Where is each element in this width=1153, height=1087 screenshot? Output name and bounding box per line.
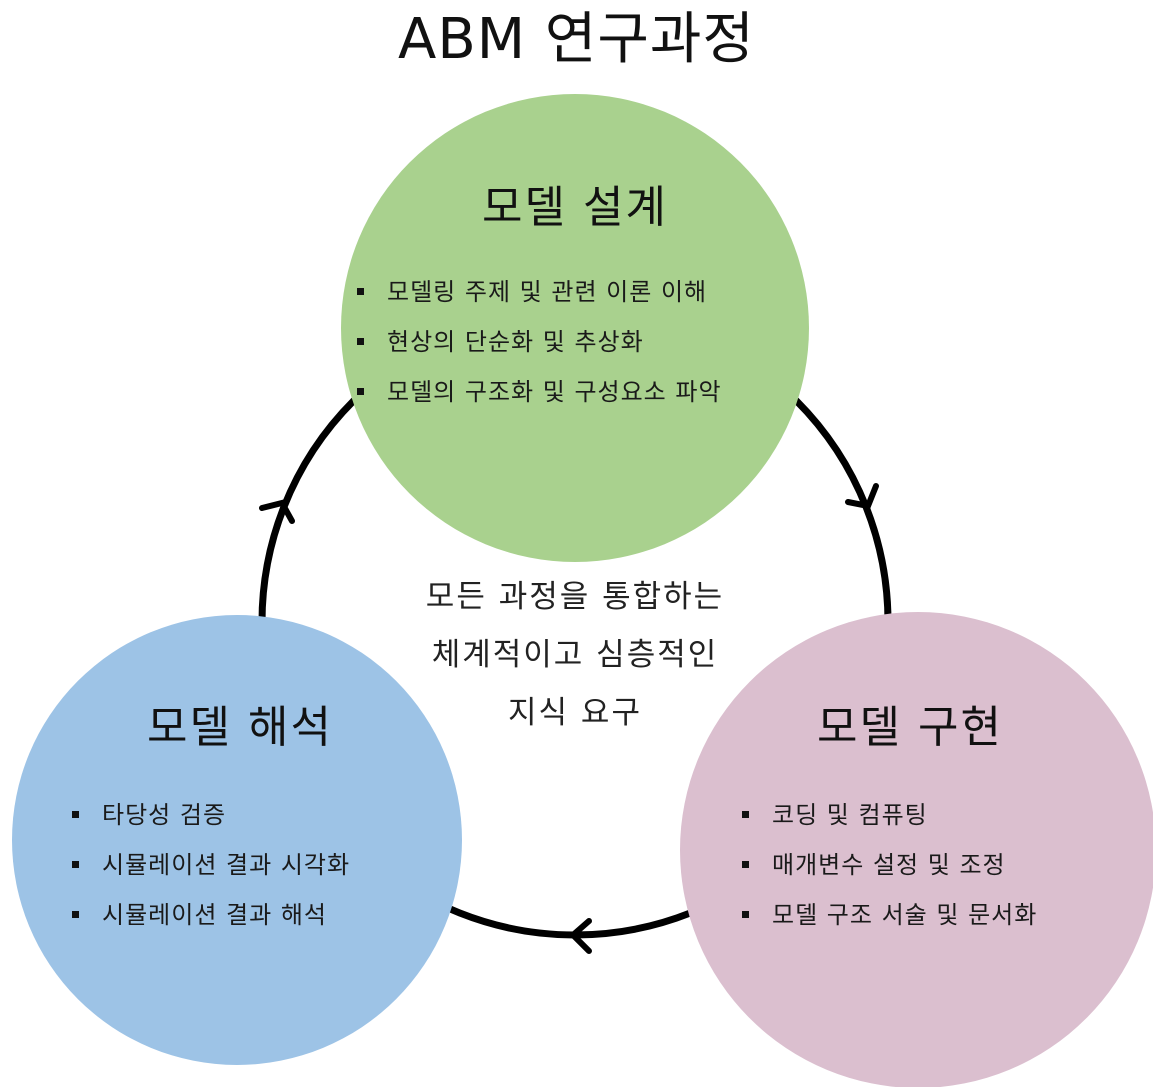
interpretation-list: 타당성 검증 시뮬레이션 결과 시각화 시뮬레이션 결과 해석 — [70, 790, 350, 940]
list-item: 현상의 단순화 및 추상화 — [355, 317, 722, 367]
center-note: 모든 과정을 통합하는 체계적이고 심층적인 지식 요구 — [370, 568, 780, 742]
interpretation-title: 모델 해석 — [147, 702, 333, 753]
bullet-square-icon — [357, 288, 364, 295]
list-item: 타당성 검증 — [70, 790, 350, 840]
list-item: 모델 구조 서술 및 문서화 — [740, 890, 1037, 940]
bullet-square-icon — [742, 811, 749, 818]
interpretation-circle — [12, 615, 462, 1065]
implementation-list: 코딩 및 컴퓨팅 매개변수 설정 및 조정 모델 구조 서술 및 문서화 — [740, 790, 1037, 940]
center-note-line: 체계적이고 심층적인 — [431, 637, 719, 673]
arrow-implementation-to-interpretation-icon — [568, 918, 592, 954]
bullet-square-icon — [742, 911, 749, 918]
design-list: 모델링 주제 및 관련 이론 이해 현상의 단순화 및 추상화 모델의 구조화 … — [355, 267, 722, 417]
bullet-square-icon — [72, 911, 79, 918]
arrow-interpretation-to-design-icon — [259, 499, 295, 524]
design-circle — [341, 94, 809, 562]
bullet-square-icon — [72, 811, 79, 818]
list-item: 모델링 주제 및 관련 이론 이해 — [355, 267, 722, 317]
arrow-design-to-implementation-icon — [845, 483, 879, 510]
list-item: 시뮬레이션 결과 시각화 — [70, 840, 350, 890]
list-item: 매개변수 설정 및 조정 — [740, 840, 1037, 890]
design-title: 모델 설계 — [482, 182, 668, 233]
bullet-square-icon — [357, 338, 364, 345]
bullet-square-icon — [742, 861, 749, 868]
diagram-title: ABM 연구과정 — [398, 7, 755, 72]
center-note-line: 모든 과정을 통합하는 — [425, 579, 725, 615]
list-item: 시뮬레이션 결과 해석 — [70, 890, 350, 940]
bullet-square-icon — [357, 388, 364, 395]
center-note-line: 지식 요구 — [508, 695, 642, 731]
implementation-circle — [680, 612, 1153, 1087]
list-item: 코딩 및 컴퓨팅 — [740, 790, 1037, 840]
implementation-title: 모델 구현 — [817, 702, 1003, 753]
list-item: 모델의 구조화 및 구성요소 파악 — [355, 367, 722, 417]
bullet-square-icon — [72, 861, 79, 868]
